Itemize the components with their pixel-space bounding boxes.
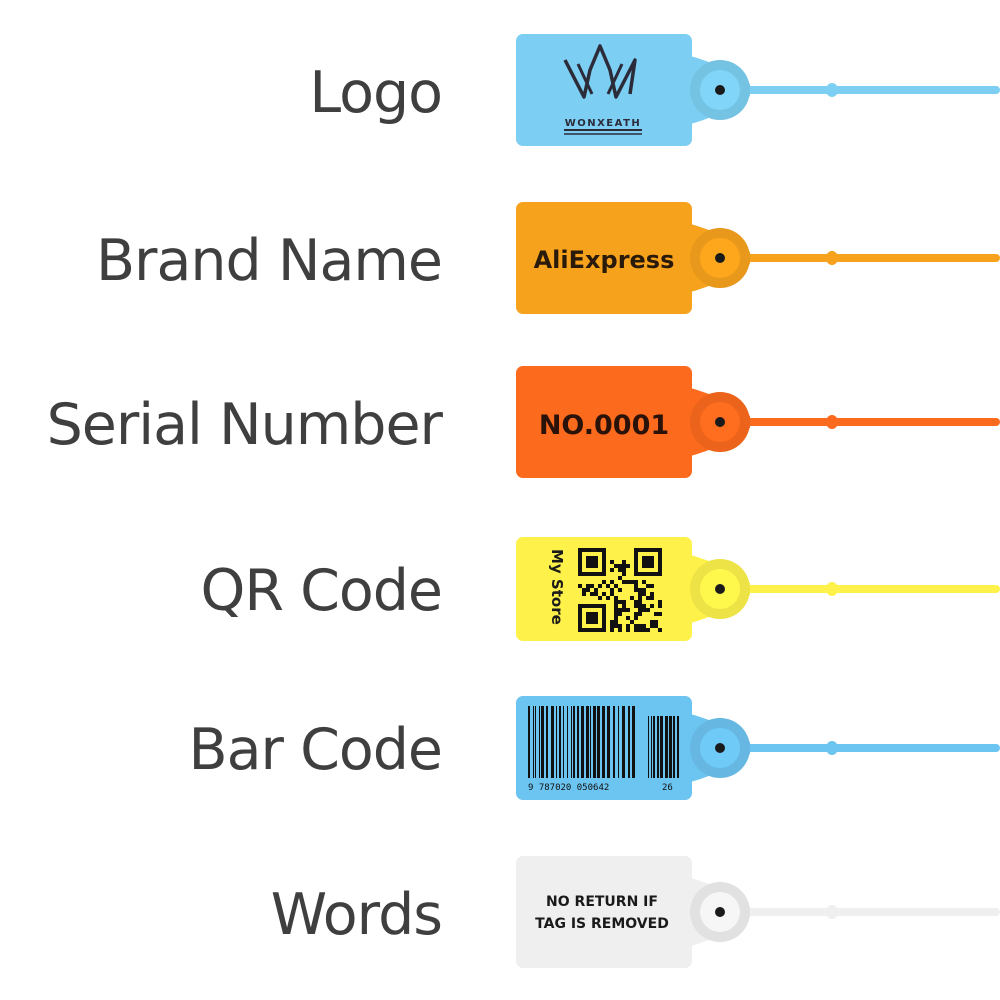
barcode-digits: 9 787020 050642 bbox=[528, 783, 609, 793]
tag-logo: WONXEATH bbox=[516, 34, 1000, 146]
row-label: Brand Name bbox=[95, 227, 443, 294]
tag-row-serial-number: Serial Number NO.0001 bbox=[0, 362, 1000, 487]
row-label: QR Code bbox=[200, 557, 443, 624]
tag-serial-number: NO.0001 bbox=[516, 366, 1000, 478]
row-label: Serial Number bbox=[46, 391, 443, 458]
crown-logo-icon bbox=[563, 44, 642, 135]
tag-brand-name: AliExpress bbox=[516, 202, 1000, 314]
row-label: Logo bbox=[309, 59, 443, 126]
tag-store-text: My Store bbox=[548, 549, 566, 625]
row-label: Bar Code bbox=[188, 716, 443, 783]
tag-row-brand-name: Brand Name AliExpress bbox=[0, 198, 1000, 323]
tag-row-bar-code: Bar Code 9 787020 050642 26 bbox=[0, 692, 1000, 807]
tag-words-line-1: NO RETURN IF bbox=[546, 894, 658, 910]
qr-code-icon bbox=[578, 548, 662, 632]
row-label: Words bbox=[270, 881, 443, 948]
barcode-suffix: 26 bbox=[662, 783, 673, 793]
tag-serial-text: NO.0001 bbox=[539, 410, 669, 441]
tag-words-line-2: TAG IS REMOVED bbox=[535, 916, 669, 932]
barcode-icon bbox=[528, 706, 679, 778]
tag-qr-code: My Store bbox=[516, 537, 1000, 641]
tag-bar-code: 9 787020 050642 26 bbox=[516, 696, 1000, 800]
tag-row-qr-code: QR Code My Store bbox=[0, 533, 1000, 648]
brand-mark: WONXEATH bbox=[565, 118, 642, 129]
tag-row-logo: Logo WONXEATH bbox=[0, 30, 1000, 155]
tag-words: NO RETURN IF TAG IS REMOVED bbox=[516, 856, 1000, 968]
tag-row-words: Words NO RETURN IF TAG IS REMOVED bbox=[0, 852, 1000, 977]
tag-brand-text: AliExpress bbox=[534, 246, 675, 274]
